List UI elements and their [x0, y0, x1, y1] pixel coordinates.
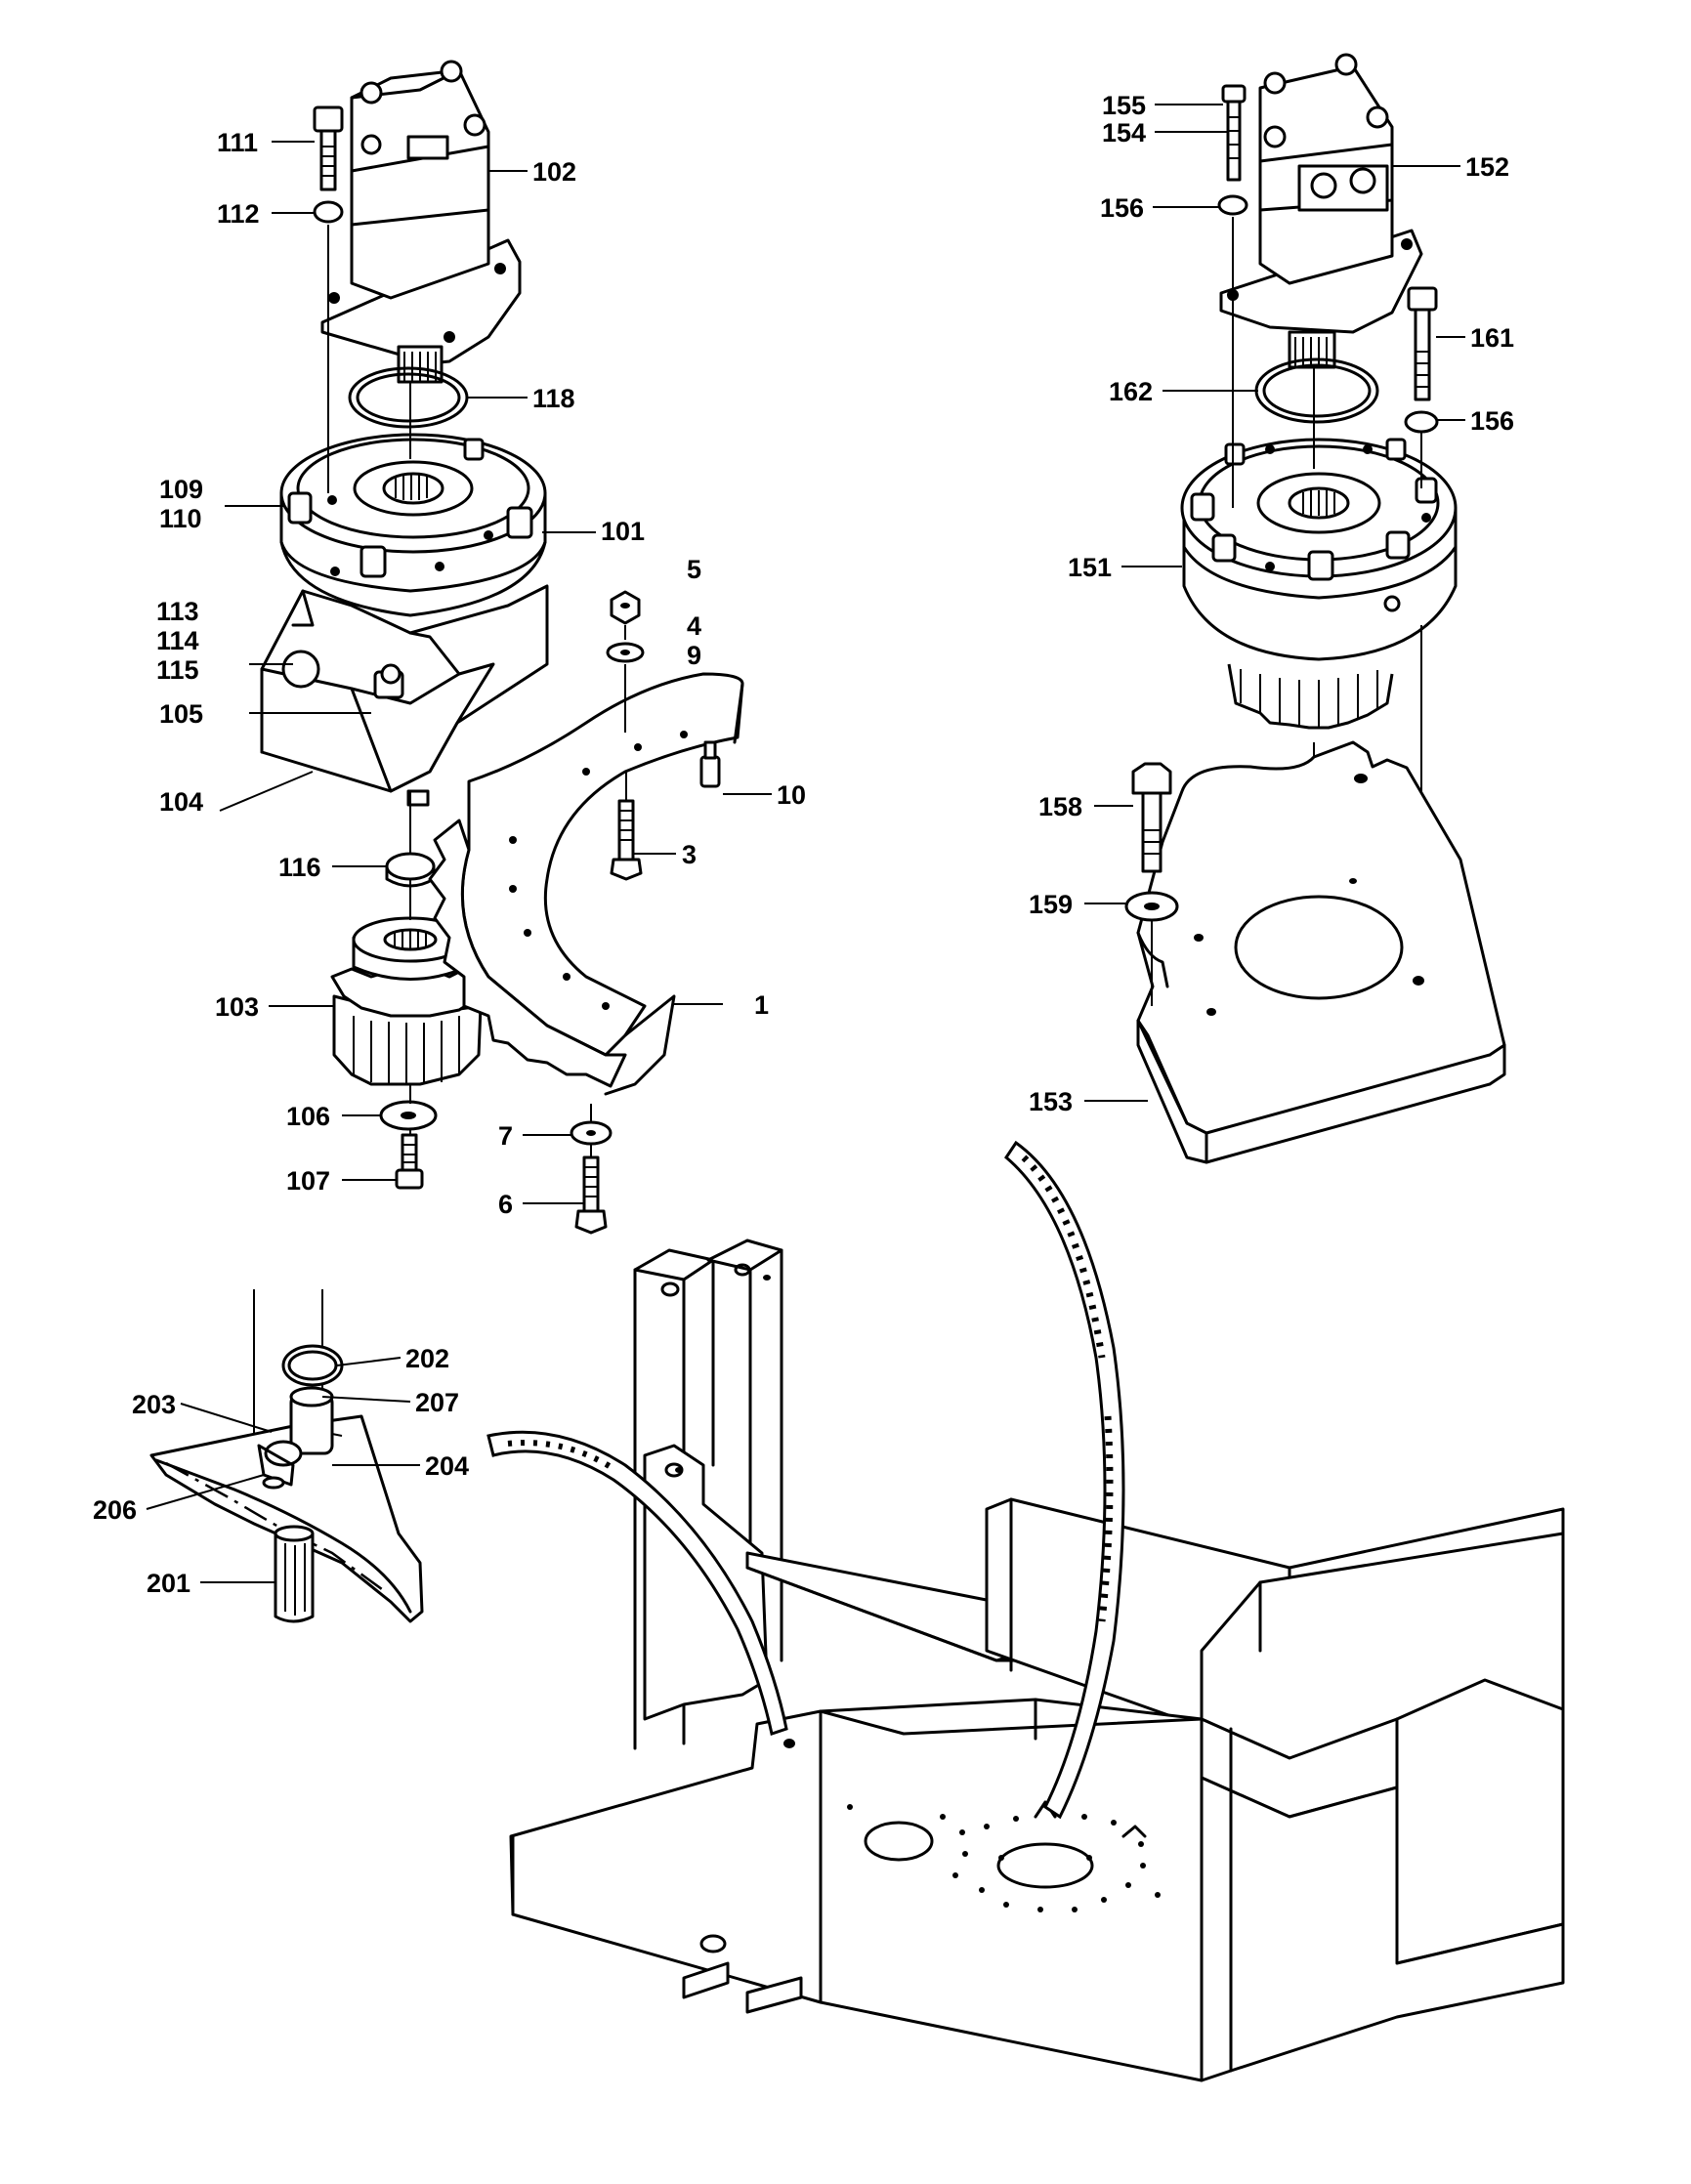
- part-156-washer-top: [1217, 194, 1248, 216]
- part-1-slewing-ring: [428, 672, 744, 1096]
- part-10-grease-nipple: [699, 740, 721, 788]
- callout-103: 103: [215, 992, 259, 1022]
- callout-114: 114: [156, 626, 199, 655]
- callout-156: 156: [1100, 193, 1144, 223]
- part-3-bolt: [610, 772, 643, 881]
- callout-104: 104: [159, 787, 203, 817]
- callout-152: 152: [1465, 152, 1509, 182]
- callout-3: 3: [682, 840, 697, 869]
- callout-105: 105: [159, 699, 203, 729]
- part-155-nut: [1221, 84, 1247, 104]
- part-5-nut: [610, 590, 641, 625]
- callout-161: 161: [1470, 323, 1514, 353]
- part-151-reduction-gearbox: [1180, 438, 1458, 730]
- callout-1: 1: [754, 990, 769, 1020]
- part-7-washer: [570, 1120, 613, 1146]
- callout-7: 7: [498, 1121, 513, 1151]
- callout-202: 202: [405, 1344, 449, 1373]
- part-152-hydraulic-motor: [1219, 53, 1423, 369]
- callout-116: 116: [278, 853, 321, 882]
- guide-band-left: [486, 1430, 788, 1736]
- left-swing-motor-assembly: [260, 60, 549, 1190]
- callout-204: 204: [425, 1451, 469, 1481]
- callout-203: 203: [132, 1390, 176, 1419]
- callout-4: 4: [687, 611, 701, 641]
- left-assembly-centre-lines: [327, 225, 411, 1135]
- callout-156-lower: 156: [1470, 406, 1514, 436]
- callout-102: 102: [532, 157, 576, 187]
- callout-206: 206: [93, 1495, 137, 1525]
- callout-158: 158: [1038, 792, 1082, 821]
- part-153-mounting-plate: [1136, 740, 1506, 1164]
- part-101-reduction-gearbox: [279, 433, 547, 617]
- callout-106: 106: [286, 1102, 330, 1131]
- callout-110: 110: [159, 504, 202, 533]
- callout-101: 101: [601, 517, 645, 546]
- part-162-o-ring: [1254, 357, 1379, 424]
- callout-154: 154: [1102, 118, 1146, 147]
- callout-201: 201: [147, 1569, 190, 1598]
- part-112-washer: [313, 200, 344, 224]
- ring-fasteners: [570, 590, 645, 1235]
- part-104-pinion-housing: [260, 584, 549, 807]
- callout-112: 112: [217, 199, 260, 229]
- callout-9: 9: [687, 641, 701, 670]
- callout-151: 151: [1068, 553, 1112, 582]
- part-107-bolt: [395, 1133, 424, 1190]
- callout-6: 6: [498, 1190, 513, 1219]
- callout-118: 118: [532, 384, 575, 413]
- callout-153: 153: [1029, 1087, 1073, 1116]
- upper-frame-weldment: [509, 1239, 1565, 2082]
- part-161-bolt: [1407, 286, 1438, 401]
- right-swing-motor-assembly: [1124, 53, 1506, 1164]
- callout-162: 162: [1109, 377, 1153, 406]
- callout-5: 5: [687, 555, 701, 584]
- part-111-bolt: [313, 105, 344, 191]
- callout-115: 115: [156, 655, 199, 685]
- frame-bolt-circle: [847, 1804, 1161, 1912]
- leader-lines: [146, 104, 1465, 1583]
- part-156-washer-side: [1404, 410, 1439, 434]
- guide-band-right: [1004, 1140, 1125, 1820]
- part-4-washer: [606, 642, 645, 663]
- callout-111: 111: [217, 128, 258, 157]
- part-6-bolt: [574, 1155, 608, 1235]
- part-102-hydraulic-motor: [320, 60, 522, 384]
- callout-107: 107: [286, 1166, 330, 1196]
- callout-109: 109: [159, 475, 203, 504]
- pin-assembly: [149, 1289, 424, 1623]
- callout-159: 159: [1029, 890, 1073, 919]
- part-159-washer: [1124, 891, 1179, 922]
- callout-10: 10: [777, 780, 806, 810]
- part-154-stud: [1226, 100, 1242, 182]
- callout-113: 113: [156, 597, 199, 626]
- part-158-bolt: [1131, 762, 1172, 873]
- callout-155: 155: [1102, 91, 1146, 120]
- callout-207: 207: [415, 1388, 459, 1417]
- callout-labels: 111 112 102 118 109 110 101 5 4 9 113 11…: [93, 91, 1514, 1598]
